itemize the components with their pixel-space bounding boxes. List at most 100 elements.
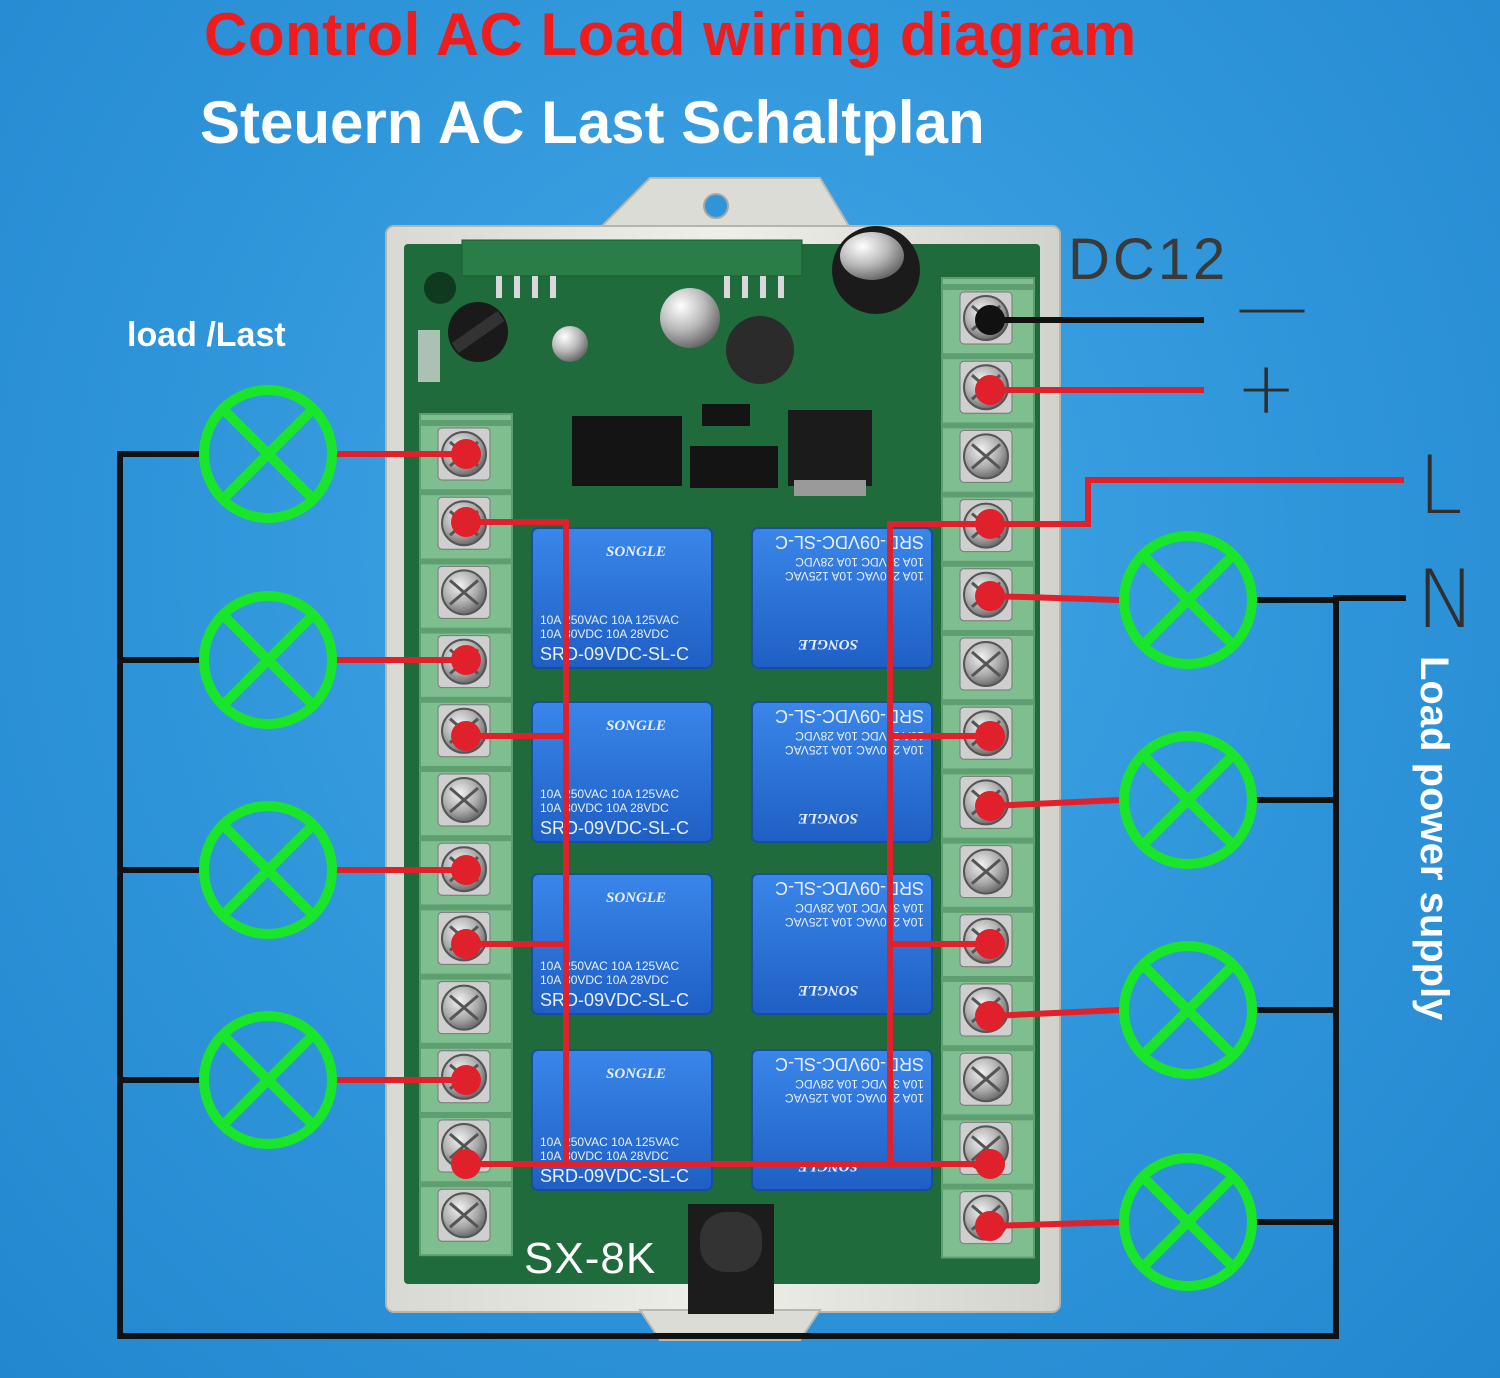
screw-slot [971,443,1001,470]
lamp-ring [1119,1153,1257,1291]
terminal-strip-left [419,413,513,1257]
lamp-ring [1119,531,1257,669]
terminal-divider [420,420,512,426]
terminal-marker-left [451,929,481,959]
lamp-cross [1139,551,1237,649]
terminal-marker-right [975,581,1005,611]
terminal-divider [420,1042,512,1049]
terminal-divider [420,973,512,980]
lamps [199,385,1257,1291]
terminal-marker-right [975,1149,1005,1179]
screw-slot [971,858,1001,885]
relay-rating-2: 10A 30VDC 10A 28VDC [795,1077,924,1091]
relay-rating-2: 10A 30VDC 10A 28VDC [540,973,669,987]
terminal-divider [420,835,512,842]
lamp-ring [199,385,337,523]
header-pin [496,276,502,298]
header-pin [532,276,538,298]
relay-brand: SONGLE [798,810,858,826]
terminal-marker-right [975,1001,1005,1031]
lamp-cross [1139,751,1237,849]
terminal-marker-left [451,855,481,885]
terminal-divider [942,284,1034,290]
lamp-cross [219,1031,317,1129]
header-pin [778,276,784,298]
terminal-divider [420,558,512,565]
relay-rating-1: 10A 250VAC 10A 125VAC [785,1091,924,1105]
load-wire-right [989,593,1121,603]
antenna-label [418,330,440,382]
terminal-strip-right [941,277,1035,1259]
lamp-icon [1119,731,1257,869]
terminal-divider [942,1045,1034,1052]
screw-slot [449,1132,479,1160]
lamp-icon [1119,1153,1257,1291]
terminal-marker-right [975,375,1005,405]
lamp-ring [199,591,337,729]
terminal-marker-left [451,439,481,469]
mounting-hole-top [703,193,729,219]
header-pin [550,276,556,298]
lamp-icon [199,591,337,729]
screw-slot [449,994,479,1021]
capacitor-small [552,326,588,362]
relay-rating-2: 10A 30VDC 10A 28VDC [540,627,669,641]
terminal-divider [942,837,1034,844]
terminal-marker-left [451,507,481,537]
header-pin [742,276,748,298]
terminal-marker-left [451,645,481,675]
diagram-title: Control AC Load wiring diagram [204,1,1137,68]
lamp-icon [1119,941,1257,1079]
relay-rating-1: 10A 250VAC 10A 125VAC [540,787,679,801]
terminal-divider [942,976,1034,982]
capacitor-medium [660,288,720,348]
load-wire-right [989,797,1121,809]
lamp-icon [199,385,337,523]
relay-brand: SONGLE [798,982,858,998]
relay-brand: SONGLE [606,718,666,734]
terminal-divider [942,422,1034,429]
screw-slot [449,579,479,606]
capacitor-large-top [840,232,904,280]
neutral-label: N [1416,553,1476,646]
terminal-divider [942,699,1034,706]
load-wire-right [989,1007,1121,1019]
relay-model: SRD-09VDC-SL-C [775,878,924,898]
potentiometer-slot [451,311,505,353]
terminal-divider [420,1112,512,1118]
relay-brand: SONGLE [606,544,666,560]
terminal-divider [942,491,1034,498]
lamp-cross [1139,961,1237,1059]
terminal-divider [942,560,1034,567]
lamp-icon [1119,531,1257,669]
terminal-divider [942,1114,1034,1121]
terminal-divider [942,768,1034,775]
small-chip [702,404,750,426]
pcb-top-module [461,239,803,277]
relay-brand: SONGLE [606,1066,666,1082]
terminal-marker-minus [975,305,1005,335]
load-power-supply-label: Load power supply [1412,656,1456,1021]
screw-slot [449,786,479,814]
dc12-label: DC12 [1068,227,1229,292]
relay-rating-1: 10A 250VAC 10A 125VAC [785,915,924,929]
relay-model: SRD-09VDC-SL-C [775,706,924,726]
relay-rating-1: 10A 250VAC 10A 125VAC [785,743,924,757]
relay-brand: SONGLE [798,636,858,652]
terminal-divider [420,627,512,634]
terminal-divider [420,766,512,772]
terminal-marker-right [975,509,1005,539]
relay-model: SRD-09VDC-SL-C [540,818,689,838]
terminal-divider [420,904,512,911]
relay-model: SRD-09VDC-SL-C [775,1054,924,1074]
inductor [726,316,794,384]
relay-model: SRD-09VDC-SL-C [540,644,689,664]
screw-slot [971,1135,1001,1162]
load-label: load /Last [127,316,286,354]
pcb-hole [424,272,456,304]
board-model-label: SX-8K [524,1234,657,1283]
